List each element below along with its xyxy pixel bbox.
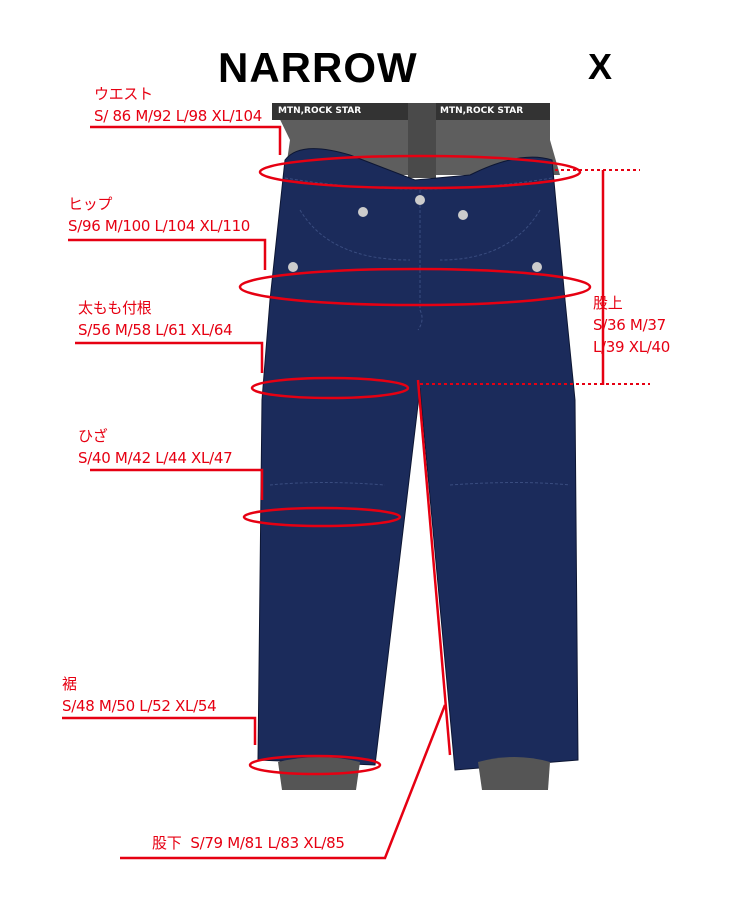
measurement-lines	[62, 125, 605, 860]
sub-brand-logo: X	[588, 46, 613, 87]
inseam-label: 股下 S/79 M/81 L/83 XL/85	[152, 834, 345, 852]
fly-panel	[408, 103, 436, 178]
brand-logo: NARROW	[218, 44, 418, 91]
waistband-label-left: MTN,ROCK STAR	[278, 106, 362, 116]
right-cuff	[478, 757, 550, 790]
waistband-label-right: MTN,ROCK STAR	[440, 106, 524, 116]
pants-body	[257, 148, 579, 771]
